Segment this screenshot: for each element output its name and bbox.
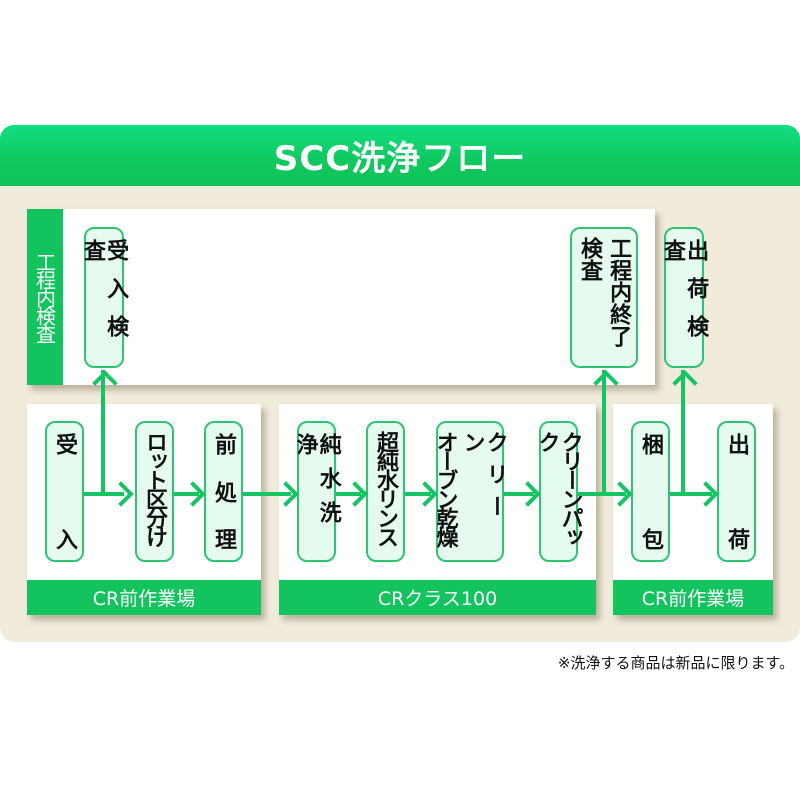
flow-line <box>84 492 124 496</box>
zone-label-bar: CR前作業場 <box>613 580 773 615</box>
step-clean-pack: クリーンパック <box>535 421 583 562</box>
flow-line <box>405 492 431 496</box>
flow-line <box>174 492 199 496</box>
step-char: 梱 <box>638 433 664 455</box>
zone-label-bar: CR前作業場 <box>27 580 261 615</box>
flow-line <box>336 492 361 496</box>
zone-label-bar: CRクラス100 <box>279 580 596 615</box>
step-pretreatment: 前 処 理 <box>204 421 243 562</box>
flow-line <box>670 492 712 496</box>
flow-line <box>243 492 291 496</box>
step-shipping-inspection: 出荷検査 <box>660 227 709 368</box>
step-ultrapure-rinse: 超純水リンス <box>366 421 405 562</box>
step-receive: 受 入 <box>45 421 84 562</box>
step-label-line2: 検査 <box>577 237 602 281</box>
flow-line-up <box>681 370 685 494</box>
step-pure-water-wash: 純水洗浄 <box>293 421 341 562</box>
step-lot-sort: ロット区分け <box>135 421 174 562</box>
step-char: 理 <box>211 528 237 550</box>
step-ship: 出 荷 <box>717 421 756 562</box>
step-receiving-inspection: 受入検査 <box>80 227 129 368</box>
step-char: 入 <box>52 528 78 550</box>
step-in-process-inspection: 工程内終了 検査 <box>570 227 638 368</box>
step-char: 荷 <box>724 528 750 550</box>
step-label-line1: クリーン <box>459 431 508 527</box>
inspection-label-strip: 工程内検査 <box>27 209 63 385</box>
footnote: ※洗浄する商品は新品に限ります。 <box>557 654 794 672</box>
zone-label: CRクラス100 <box>377 588 498 610</box>
step-char: 前 <box>211 433 237 455</box>
step-label: クリーンパック <box>534 431 583 545</box>
step-label: ロット区分け <box>142 431 168 545</box>
diagram-title: SCC洗浄フロー <box>273 139 527 179</box>
step-char: 出 <box>724 433 750 455</box>
title-bar: SCC洗浄フロー <box>0 125 800 186</box>
step-char: 受 <box>52 433 78 455</box>
step-wrap: 梱 包 <box>631 421 670 562</box>
inspection-label: 工程内検査 <box>32 252 57 342</box>
flow-line-up <box>602 370 606 494</box>
inspection-panel: 工程内検査 <box>27 209 655 385</box>
flow-line <box>578 492 626 496</box>
step-label: 超純水リンス <box>373 431 399 545</box>
flow-line-up <box>101 370 105 494</box>
step-label: 受入検査 <box>80 239 129 353</box>
step-label: 純水洗浄 <box>292 433 341 535</box>
step-label-line2: オーブン乾燥 <box>432 431 458 545</box>
step-clean-oven-dry: クリーン オーブン乾燥 <box>432 421 508 562</box>
step-label-line1: 工程内終了 <box>606 237 632 347</box>
step-label: 出荷検査 <box>660 239 709 353</box>
step-char: 処 <box>211 480 237 503</box>
flow-line <box>504 492 534 496</box>
zone-label: CR前作業場 <box>92 588 196 610</box>
step-char: 包 <box>638 528 664 550</box>
zone-label: CR前作業場 <box>641 588 745 610</box>
